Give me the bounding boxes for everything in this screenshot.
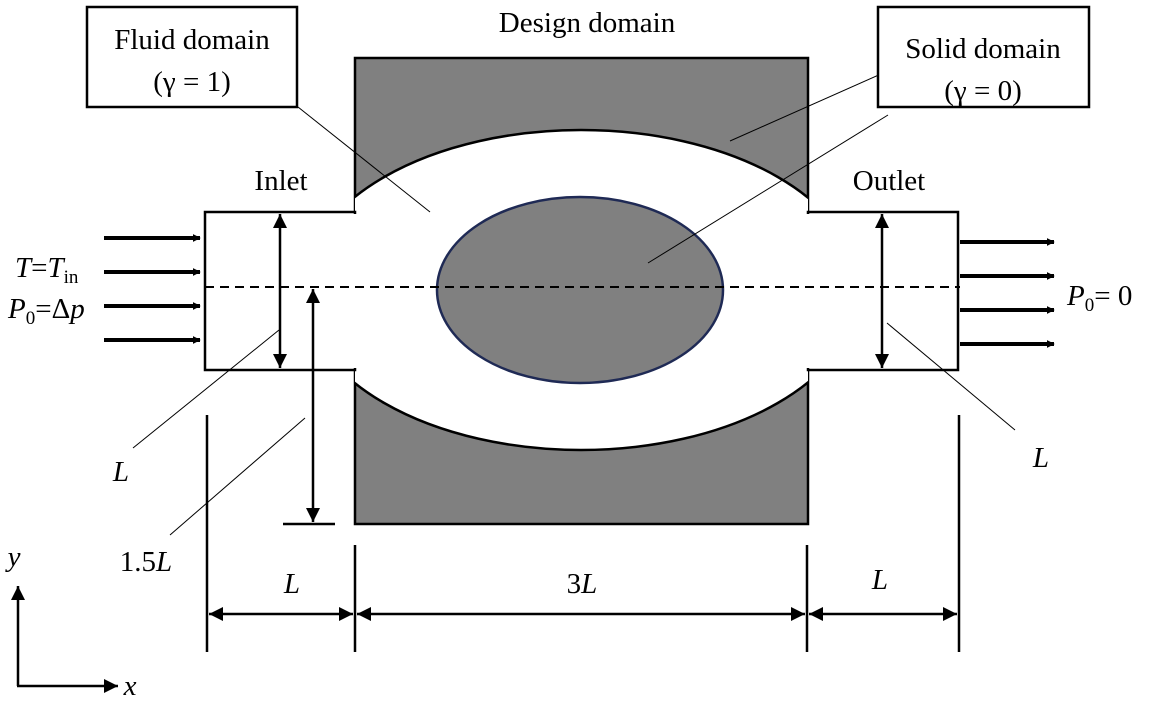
fluid-domain-gamma: (γ = 1) — [153, 66, 230, 98]
inlet-pressure-condition: P0=Δp — [7, 293, 85, 329]
design-domain-label: Design domain — [499, 7, 676, 39]
outlet-height-label: L — [1032, 442, 1049, 474]
fluid-domain-title: Fluid domain — [114, 24, 270, 56]
outlet-flow-arrows — [960, 238, 1055, 348]
y-axis-label: y — [5, 541, 21, 573]
inlet-flow-arrows — [104, 234, 201, 344]
solid-domain-title: Solid domain — [905, 33, 1061, 65]
fluid-domain-box — [85, 5, 299, 109]
outlet-length-label: L — [871, 564, 888, 596]
design-length-label: 3L — [567, 568, 598, 600]
solid-domain-box — [876, 5, 1091, 109]
solid-ellipse — [435, 195, 725, 385]
extension-lines — [205, 415, 961, 652]
inlet-label: Inlet — [254, 165, 307, 197]
offset-label: 1.5L — [120, 546, 172, 578]
solid-domain-gamma: (γ = 0) — [944, 75, 1021, 107]
inlet-length-label: L — [283, 568, 300, 600]
x-axis-label: x — [123, 670, 137, 702]
leader-lines — [132, 69, 1016, 536]
inlet-temperature-condition: T=Tin — [15, 252, 79, 288]
outlet-label: Outlet — [853, 165, 926, 197]
outlet-pressure-condition: P0= 0 — [1066, 280, 1132, 316]
inlet-height-label: L — [112, 456, 129, 488]
